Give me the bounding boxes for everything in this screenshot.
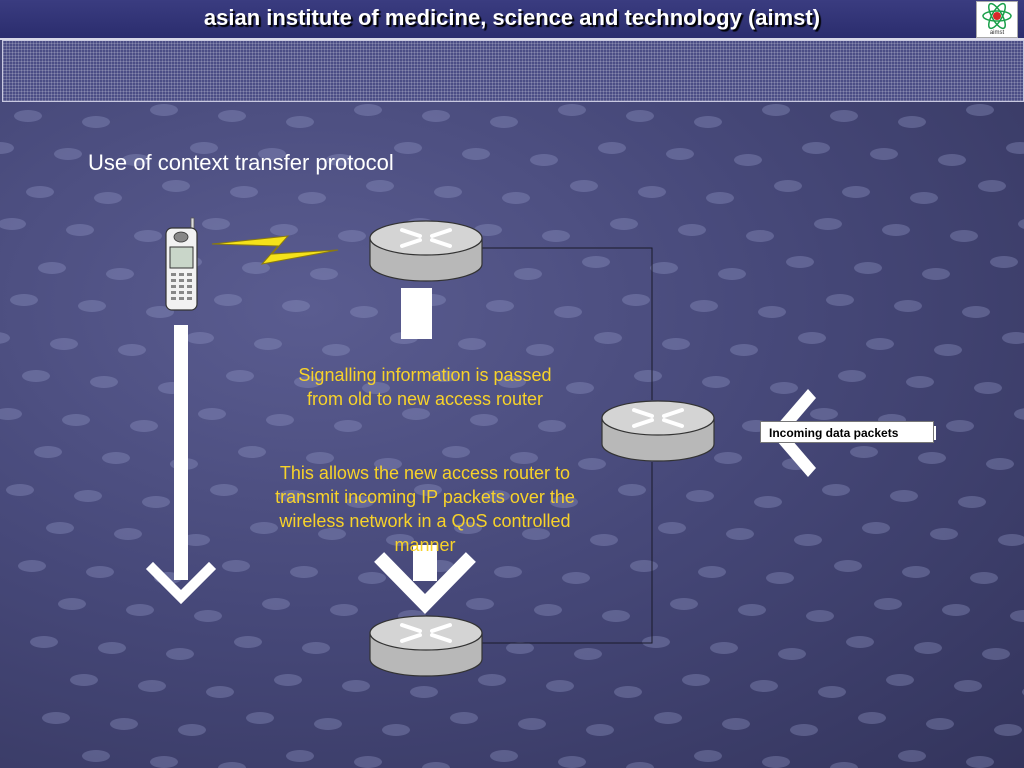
lightning-icon (211, 235, 339, 265)
mobile-phone-icon (165, 217, 198, 311)
logo-icon: aimst (982, 2, 1012, 36)
handover-down-arrow (145, 325, 217, 605)
slide-title: Use of context transfer protocol (88, 150, 394, 175)
incoming-data-label: Incoming data packets (760, 421, 934, 443)
pattern-banner (2, 40, 1024, 102)
link-line-top (482, 247, 653, 400)
logo-text: aimst (990, 30, 1005, 36)
aimst-logo: aimst (976, 1, 1018, 38)
signalling-line-2: from old to new access router (306, 389, 544, 409)
router-icon-bottom (369, 615, 483, 677)
router-icon-middle (601, 400, 715, 462)
link-line-bottom (482, 462, 653, 644)
header-title: asian institute of medicine, science and… (203, 5, 821, 30)
qos-line-3: wireless network in a QoS controlled (279, 511, 571, 531)
qos-line-1: This allows the new access router to (279, 463, 571, 483)
header-bar: asian institute of medicine, science and… (0, 0, 1024, 40)
router-icon-top (369, 220, 483, 282)
qos-line-4: manner (394, 535, 456, 555)
qos-line-2: transmit incoming IP packets over the (275, 487, 575, 507)
signal-bar (401, 288, 432, 339)
signalling-text: Signalling information is passed from ol… (262, 363, 588, 411)
signalling-line-1: Signalling information is passed (298, 365, 552, 385)
router-down-arrow (374, 545, 476, 615)
qos-text: This allows the new access router to tra… (240, 461, 610, 557)
